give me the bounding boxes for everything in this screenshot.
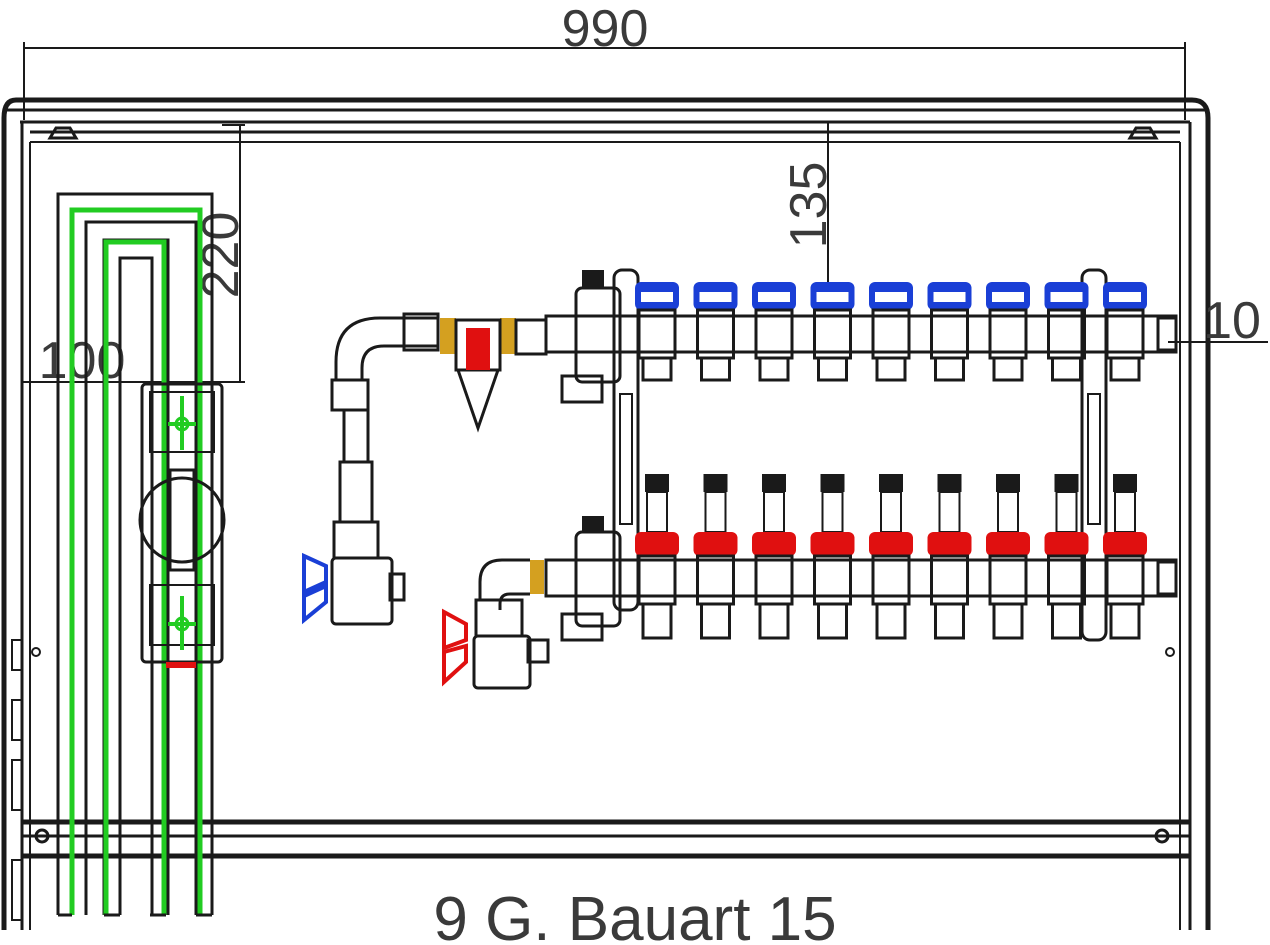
- supply-outlet: [693, 282, 738, 382]
- supply-outlet: [752, 282, 796, 382]
- return-outlet: [1103, 474, 1147, 640]
- dimension-depth: 135: [780, 122, 838, 285]
- supply-outlet: [986, 282, 1030, 382]
- return-outlet: [810, 474, 855, 640]
- return-outlet: [986, 474, 1030, 640]
- return-outlet: [693, 474, 738, 640]
- dimension-right-gap-label: 10: [1203, 292, 1261, 350]
- dimension-right-gap: 10: [1168, 292, 1268, 350]
- supply-outlet: [869, 282, 913, 382]
- return-outlets: [635, 474, 1147, 640]
- dimension-depth-label: 135: [780, 162, 838, 249]
- supply-outlet: [635, 282, 679, 382]
- return-outlet: [752, 474, 796, 640]
- return-pipe: [442, 558, 550, 690]
- dimension-width-label: 990: [562, 0, 649, 58]
- supply-pipe: [302, 312, 440, 626]
- dimension-side-gap-label: 100: [39, 332, 126, 390]
- manifold-return: [544, 516, 1178, 642]
- return-outlet: [635, 474, 679, 640]
- return-outlet: [1044, 474, 1089, 640]
- connection-block: [138, 382, 226, 668]
- supply-outlet: [1044, 282, 1089, 382]
- drawing-caption: 9 G. Bauart 15: [433, 885, 836, 945]
- return-outlet: [927, 474, 972, 640]
- supply-outlet: [927, 282, 972, 382]
- supply-outlet: [1103, 282, 1147, 382]
- dimension-width: 990: [23, 0, 1186, 120]
- pipe-loops: [56, 192, 214, 917]
- supply-outlet: [810, 282, 855, 382]
- manifold-supply: [544, 268, 1178, 642]
- cabinet-frame: [1, 97, 1211, 930]
- dirt-filter: [440, 318, 548, 433]
- supply-outlets: [635, 282, 1147, 382]
- return-outlet: [869, 474, 913, 640]
